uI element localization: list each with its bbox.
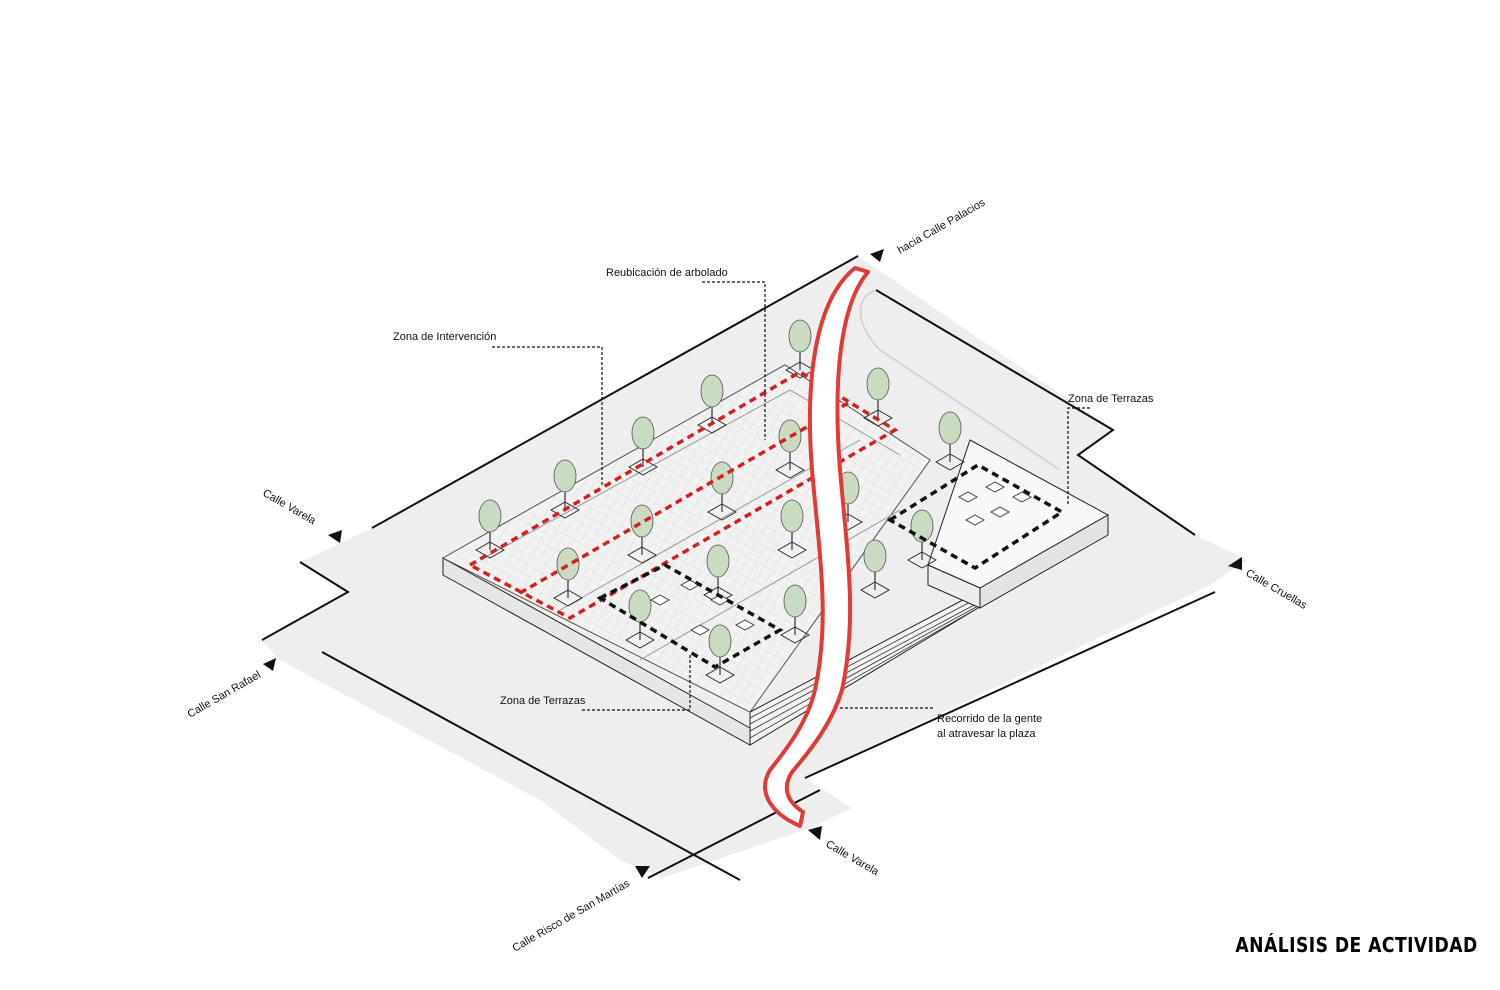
tree-icon bbox=[553, 547, 583, 607]
table-icon bbox=[735, 619, 755, 631]
tree-icon bbox=[785, 319, 815, 379]
table-icon bbox=[690, 624, 710, 636]
zona-terrazas-right-outline bbox=[886, 462, 1066, 571]
terrace-right-platform bbox=[927, 439, 1110, 609]
tree-icon bbox=[935, 411, 965, 471]
label-reubicacion: Reubicación de arbolado bbox=[606, 267, 728, 279]
label-terrazas-right: Zona de Terrazas bbox=[1068, 393, 1154, 405]
street-arrows bbox=[263, 249, 1242, 878]
tree-icon bbox=[863, 367, 893, 427]
tree-icon bbox=[703, 544, 733, 604]
tree-icon bbox=[550, 459, 580, 519]
leader-terrazas-left bbox=[582, 655, 691, 711]
table-icon bbox=[650, 594, 670, 606]
road-curve bbox=[859, 289, 1061, 471]
tree-icon bbox=[705, 624, 735, 684]
zona-intervencion-outline bbox=[466, 369, 899, 621]
page-title: ANÁLISIS DE ACTIVIDAD bbox=[1235, 933, 1478, 957]
arrow-palacios bbox=[870, 249, 884, 262]
stair-line bbox=[749, 602, 979, 725]
table-icon bbox=[990, 506, 1010, 518]
plaza bbox=[441, 364, 979, 746]
inner-path bbox=[479, 389, 901, 561]
curb-right-bottom bbox=[804, 591, 1216, 779]
stair-line bbox=[749, 605, 979, 732]
zona-terrazas-left-outline bbox=[596, 563, 784, 670]
street-varela-bottom: Calle Varela bbox=[824, 838, 882, 878]
stair-line bbox=[749, 597, 979, 719]
label-terrazas-left: Zona de Terrazas bbox=[500, 695, 586, 707]
terrace-tables bbox=[650, 481, 1032, 636]
curb-right-top bbox=[875, 289, 1196, 536]
table-icon bbox=[985, 481, 1005, 493]
leader-lines bbox=[492, 281, 1090, 711]
zona-intervencion-divider bbox=[519, 400, 851, 595]
tree-icon bbox=[628, 416, 658, 476]
stair-line bbox=[749, 607, 979, 739]
arrow-risco bbox=[635, 866, 650, 878]
curb-bottom-left bbox=[321, 651, 741, 881]
street-palacios: hacia Calle Palacios bbox=[896, 196, 988, 256]
terrace-front bbox=[927, 564, 981, 609]
tree-icon bbox=[777, 499, 807, 559]
label-intervencion: Zona de Intervención bbox=[393, 331, 496, 343]
tree-icon bbox=[697, 374, 727, 434]
street-varela-top: Calle Varela bbox=[261, 487, 319, 527]
street-cruellas: Calle Cruellas bbox=[1244, 567, 1310, 612]
street-risco: Calle Risco de San Martías bbox=[511, 877, 633, 954]
leader-reubicacion bbox=[702, 281, 766, 440]
arrow-san-rafael bbox=[263, 658, 276, 671]
curb-left-top bbox=[261, 561, 350, 641]
tree-icon bbox=[625, 589, 655, 649]
trees bbox=[475, 319, 965, 684]
label-recorrido-2: al atravesar la plaza bbox=[937, 728, 1036, 740]
recorrido-path[interactable] bbox=[763, 266, 870, 828]
table-icon bbox=[958, 491, 978, 503]
table-icon bbox=[1012, 491, 1032, 503]
leader-intervencion bbox=[492, 346, 603, 485]
label-recorrido-1: Recorrido de la gente bbox=[937, 713, 1042, 725]
street-san-rafael: Calle San Rafael bbox=[186, 669, 264, 721]
tree-icon bbox=[860, 539, 890, 599]
leader-terrazas-right bbox=[1067, 407, 1090, 505]
table-icon bbox=[965, 514, 985, 526]
inner-path bbox=[639, 509, 901, 661]
curb-top bbox=[371, 255, 859, 529]
arrow-varela-top bbox=[328, 530, 342, 543]
tree-icon bbox=[907, 509, 937, 569]
tree-icon bbox=[627, 504, 657, 564]
tree-icon bbox=[780, 584, 810, 644]
arrow-varela-bottom bbox=[808, 826, 822, 840]
arrow-cruellas bbox=[1228, 557, 1242, 570]
